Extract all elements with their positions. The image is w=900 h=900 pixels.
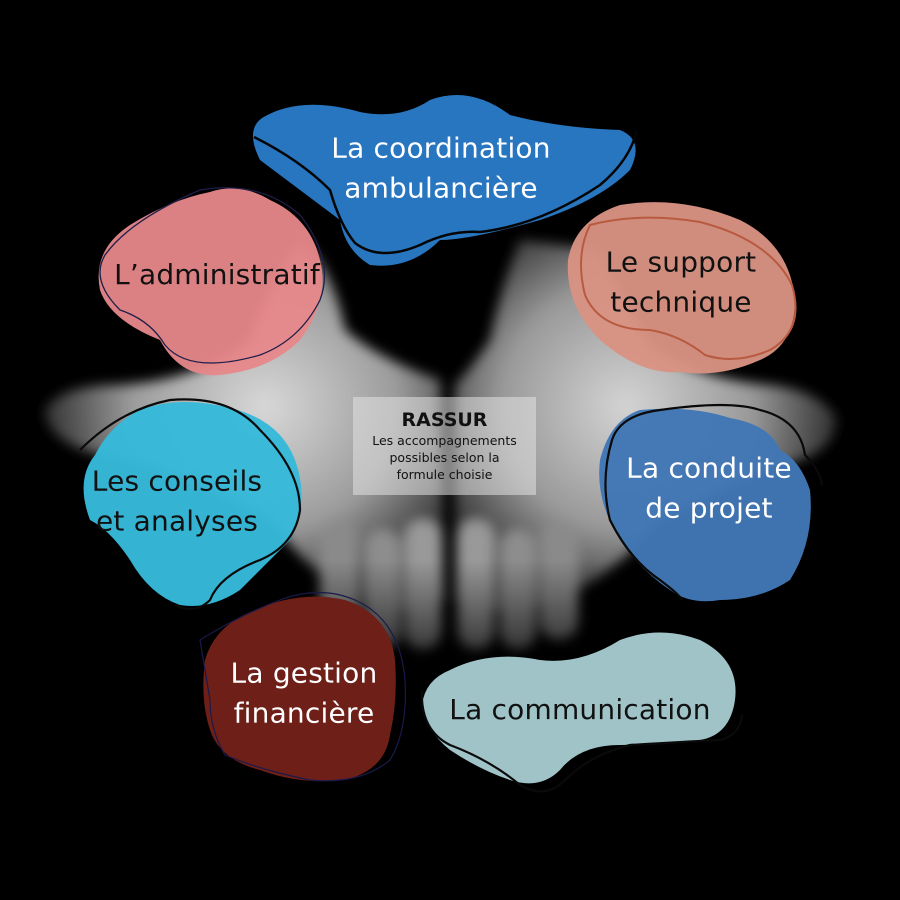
- topic-communication: La communication: [449, 690, 710, 730]
- topic-conduite-line-2: de projet: [645, 491, 773, 524]
- topic-gestion-line-1: La gestion: [230, 656, 378, 690]
- center-subtitle: Les accompagnements possibles selon la f…: [353, 432, 536, 483]
- topic-conseils-line-2: et analyses: [95, 504, 259, 537]
- topic-conseils: Les conseils et analyses: [92, 461, 262, 541]
- topic-support-line-1: Le support: [605, 245, 757, 279]
- topic-conseils-line-1: Les conseils: [91, 464, 263, 498]
- center-subtitle-line-1: Les accompagnements: [372, 433, 517, 448]
- topic-conduite-line-1: La conduite: [626, 451, 792, 485]
- topic-support-line-2: technique: [610, 285, 752, 318]
- topic-communication-line-1: La communication: [449, 693, 711, 727]
- center-subtitle-line-3: formule choisie: [396, 467, 493, 482]
- topic-coordination: La coordination ambulancière: [331, 128, 550, 208]
- topic-gestion-line-2: financière: [233, 696, 375, 729]
- center-box: RASSUR Les accompagnements possibles sel…: [353, 397, 536, 495]
- topic-gestion: La gestion financière: [231, 653, 378, 733]
- center-subtitle-line-2: possibles selon la: [389, 450, 500, 465]
- topic-administratif: L’administratif: [114, 255, 320, 295]
- topic-coordination-line-1: La coordination: [331, 131, 551, 165]
- topic-coordination-line-2: ambulancière: [344, 171, 538, 204]
- topic-support: Le support technique: [606, 242, 757, 322]
- center-title: RASSUR: [401, 409, 488, 431]
- topic-administratif-line-1: L’administratif: [114, 258, 320, 292]
- topic-conduite: La conduite de projet: [626, 448, 792, 528]
